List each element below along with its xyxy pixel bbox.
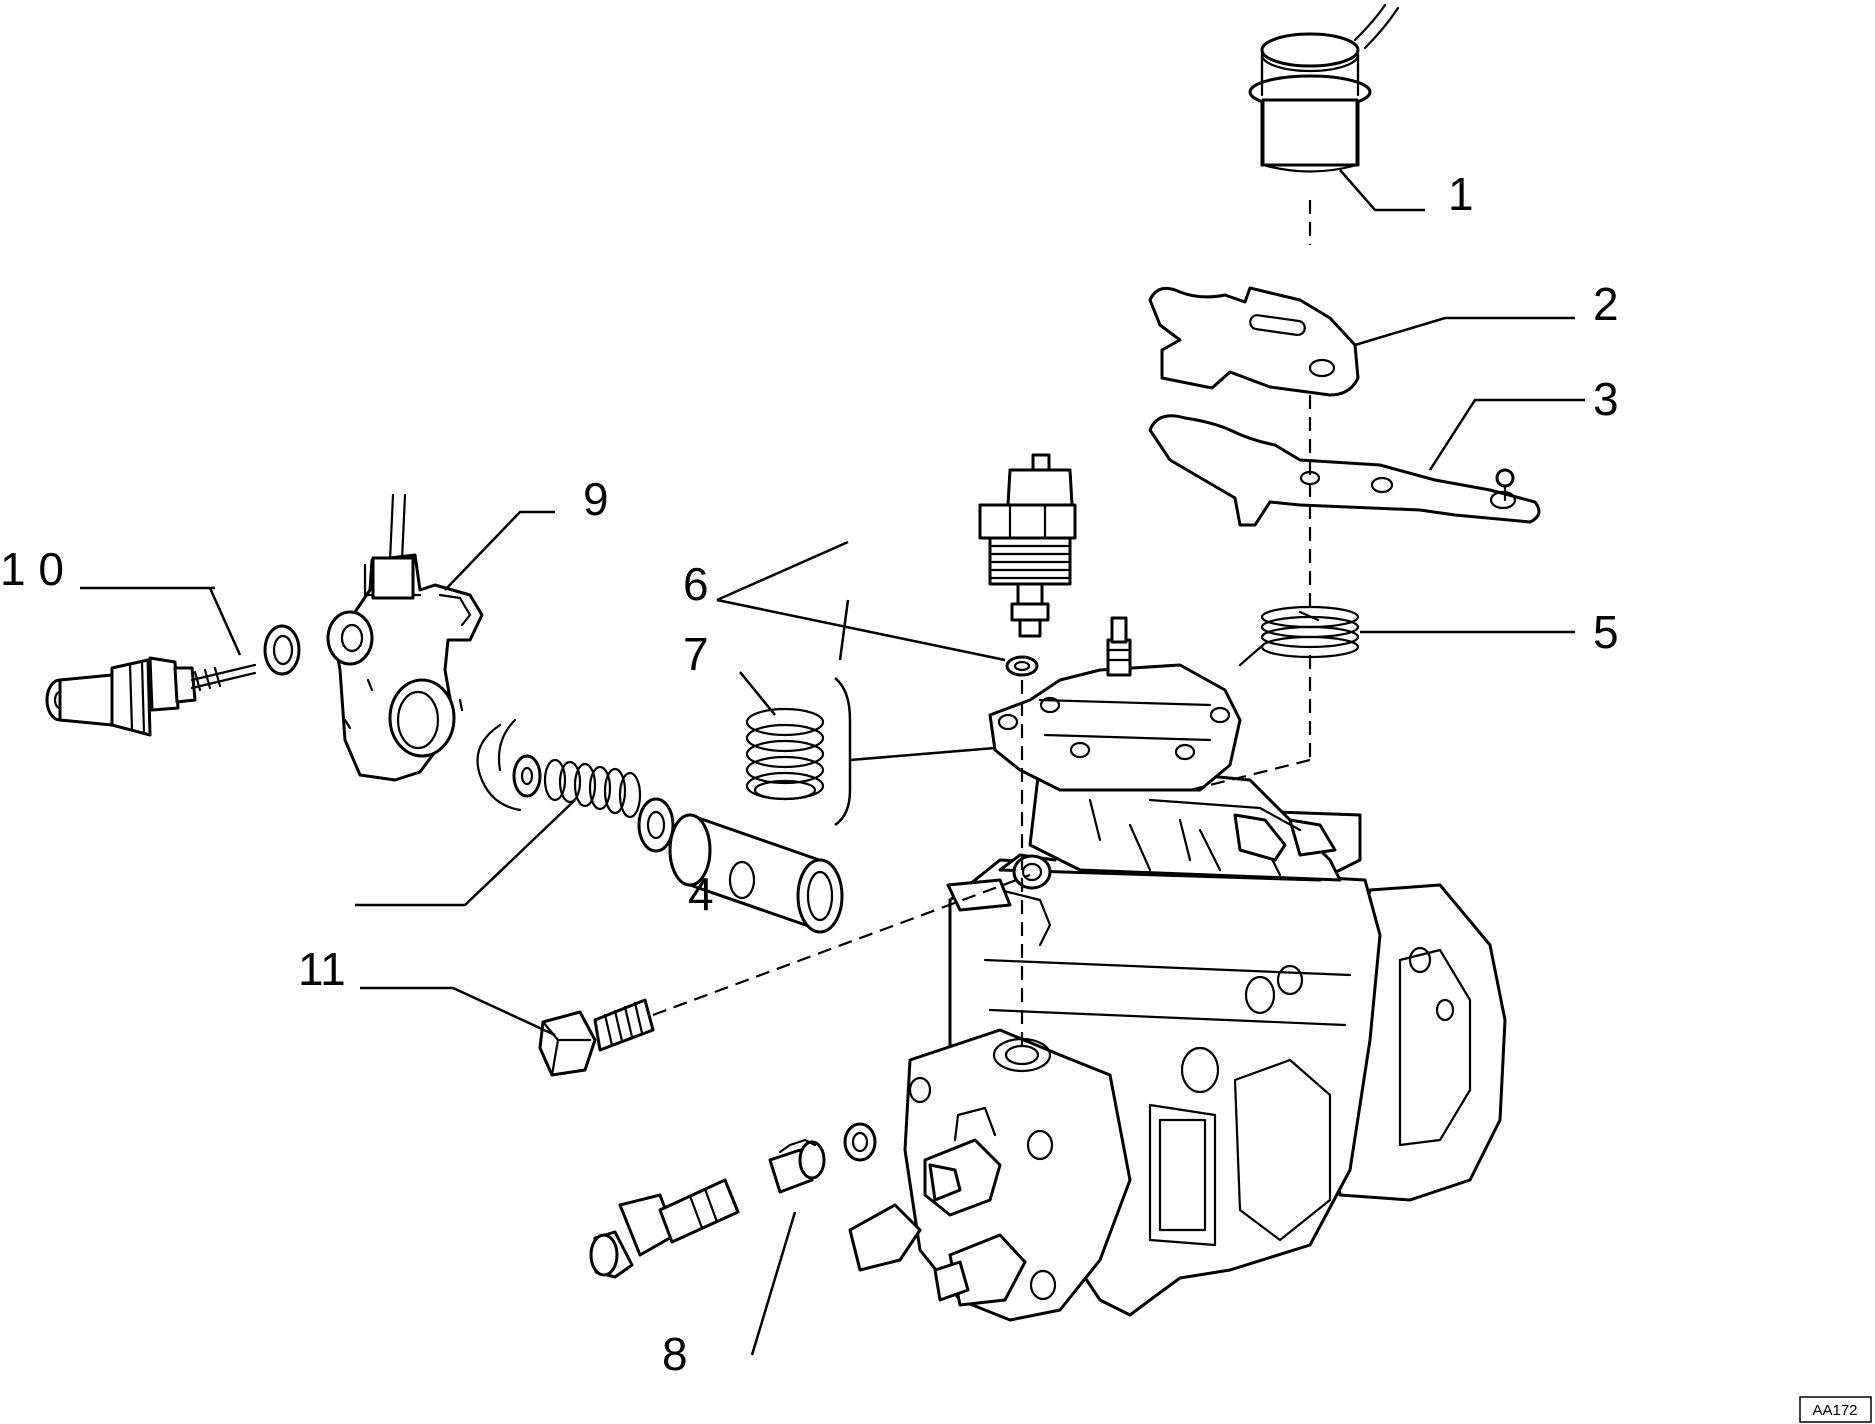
part-4-plunger	[476, 718, 844, 934]
part-9-housing	[326, 493, 484, 782]
part-11-bolt	[538, 998, 655, 1077]
callout-8: 8	[662, 1328, 688, 1380]
callout-2: 2	[1593, 278, 1619, 330]
callout-10: 1 0	[0, 543, 64, 595]
callout-6: 6	[683, 558, 709, 610]
callout-7: 7	[683, 628, 709, 680]
callout-1: 1	[1448, 168, 1474, 220]
reference-code-box: AA172	[1799, 1396, 1872, 1423]
callout-4: 4	[688, 868, 714, 920]
bracket	[834, 677, 852, 827]
part-6-sensor	[978, 453, 1077, 677]
callout-5: 5	[1593, 606, 1619, 658]
injection-pump-body	[848, 616, 1507, 1322]
callout-3: 3	[1593, 373, 1619, 425]
alignment-lines	[652, 200, 1312, 1050]
reference-code: AA172	[1812, 1402, 1857, 1419]
part-8-fittings	[589, 1122, 877, 1279]
callout-labels: 1 2 3 4 5 6 7 8 9 1 0 11	[0, 168, 1619, 1380]
part-10-sensor	[45, 656, 257, 737]
callout-11: 11	[298, 943, 346, 995]
part-5-spring	[1238, 605, 1360, 667]
part-1-capsule	[1248, 3, 1400, 173]
leader-lines	[80, 169, 1585, 1356]
part-2-plate	[1148, 286, 1360, 397]
part-3-lever	[1148, 414, 1541, 527]
washer-9	[263, 624, 301, 676]
part-7-spring	[745, 707, 825, 801]
callout-9: 9	[583, 473, 609, 525]
